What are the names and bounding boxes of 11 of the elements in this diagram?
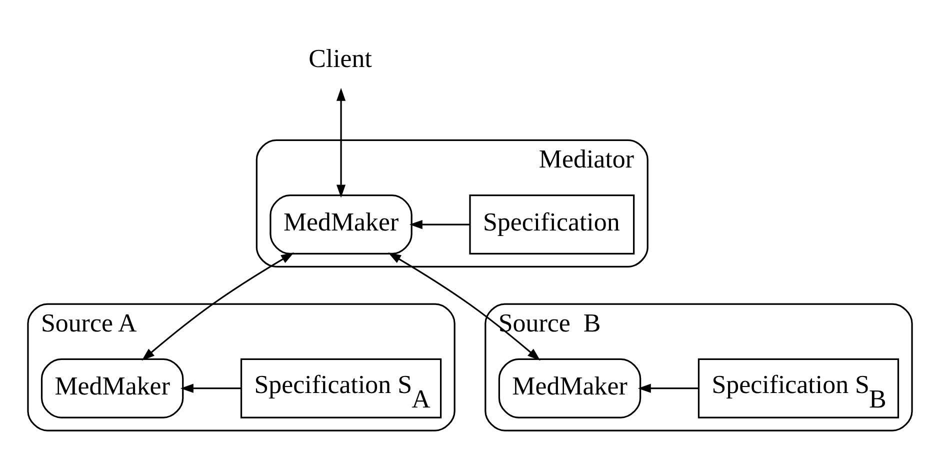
node-box: MedMaker xyxy=(270,194,412,255)
arrow xyxy=(142,252,294,361)
node-box: MedMaker xyxy=(40,358,184,418)
arrow xyxy=(336,88,346,198)
node-text: Client xyxy=(308,44,372,73)
node-box: MedMaker xyxy=(498,358,642,418)
arrow xyxy=(180,384,241,393)
arrow xyxy=(388,252,540,361)
arrow xyxy=(409,220,470,230)
node-box: Specification xyxy=(469,194,635,255)
arrow xyxy=(638,384,698,393)
